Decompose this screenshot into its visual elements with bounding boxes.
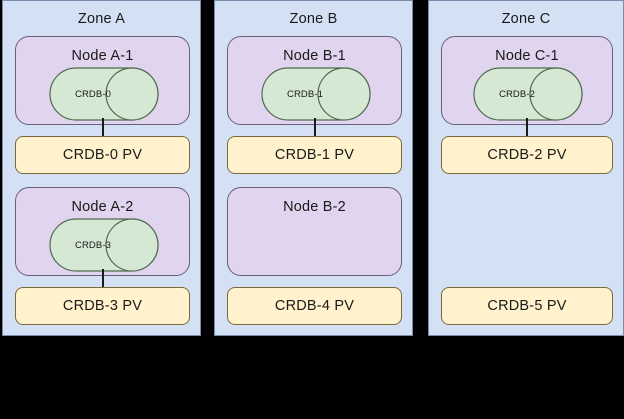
zone-title-zone-b: Zone B — [289, 11, 338, 27]
pv-box-crdb-2-pv[interactable]: CRDB-2 PV — [441, 136, 613, 174]
node-title-node-c-1: Node C-1 — [495, 48, 559, 64]
database-cylinder-icon — [49, 67, 159, 121]
pv-box-crdb-3-pv[interactable]: CRDB-3 PV — [15, 287, 190, 325]
database-crdb-3[interactable]: CRDB-3 — [49, 218, 159, 272]
database-cylinder-icon — [473, 67, 583, 121]
database-crdb-2[interactable]: CRDB-2 — [473, 67, 583, 121]
pv-box-crdb-1-pv[interactable]: CRDB-1 PV — [227, 136, 402, 174]
database-cylinder-icon — [261, 67, 371, 121]
zone-title-zone-a: Zone A — [77, 11, 126, 27]
database-crdb-0[interactable]: CRDB-0 — [49, 67, 159, 121]
node-title-node-a-1: Node A-1 — [71, 48, 134, 64]
node-title-node-a-2: Node A-2 — [71, 199, 134, 215]
database-crdb-1[interactable]: CRDB-1 — [261, 67, 371, 121]
zone-title-zone-c: Zone C — [501, 11, 551, 27]
pv-box-crdb-4-pv[interactable]: CRDB-4 PV — [227, 287, 402, 325]
node-title-node-b-1: Node B-1 — [283, 48, 346, 64]
connector-crdb-1-to-crdb-1-pv — [314, 118, 316, 136]
connector-crdb-2-to-crdb-2-pv — [526, 118, 528, 136]
connector-crdb-0-to-crdb-0-pv — [102, 118, 104, 136]
connector-crdb-3-to-crdb-3-pv — [102, 269, 104, 287]
pv-box-crdb-5-pv[interactable]: CRDB-5 PV — [441, 287, 613, 325]
node-title-node-b-2: Node B-2 — [283, 199, 346, 215]
node-box-node-b-2[interactable]: Node B-2 — [227, 187, 402, 276]
database-cylinder-icon — [49, 218, 159, 272]
pv-box-crdb-0-pv[interactable]: CRDB-0 PV — [15, 136, 190, 174]
